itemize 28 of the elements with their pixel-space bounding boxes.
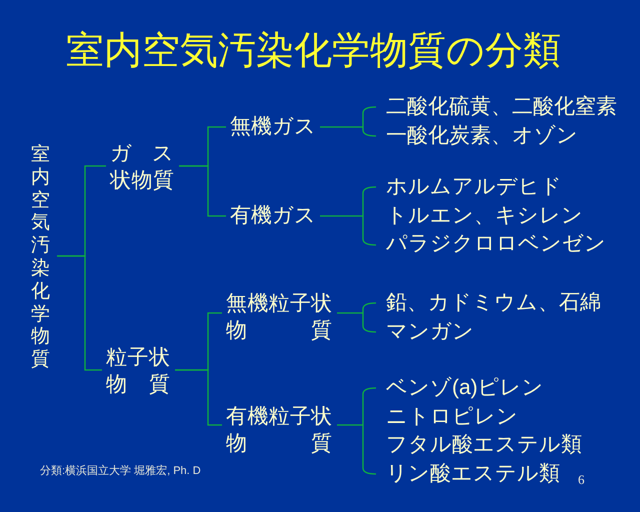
bracket-connector (319, 106, 377, 137)
substance-list-text: フタル酸エステル類 (386, 432, 582, 458)
connector-line (57, 255, 102, 371)
slide-title: 室内空気汚染化学物質の分類 (66, 29, 561, 74)
page-number: 6 (578, 471, 584, 489)
category-label: 粒子状物質 (106, 344, 170, 398)
substance-list-text: マンガン (386, 318, 474, 344)
bracket-connector (319, 186, 377, 246)
substance-list-text: ニトロピレン (386, 404, 518, 430)
substance-list-text: 一酸化炭素、オゾン (386, 122, 578, 148)
root-category-label: 室内空気汚染化学物質 (31, 144, 50, 372)
category-label: 無機粒子状物質 (226, 290, 332, 344)
category-label: ガス状物質 (110, 140, 174, 194)
substance-list-text: リン酸エステル類 (386, 460, 560, 486)
substance-list-text: パラジクロロベンゼン (386, 231, 606, 257)
substance-list-text: ベンゾ(a)ピレン (386, 375, 544, 401)
category-label: 有機粒子状物質 (226, 403, 332, 457)
category-label: 無機ガス (230, 113, 316, 141)
substance-list-text: 二酸化硫黄、二酸化窒素 (386, 94, 617, 120)
bracket-connector (336, 302, 377, 333)
category-label: 有機ガス (230, 202, 316, 230)
substance-list-text: 鉛、カドミウム、石綿 (386, 290, 601, 316)
substance-list-text: ホルムアルデヒド (386, 174, 562, 200)
source-note: 分類:横浜国立大学 堀雅宏, Ph. D (40, 464, 201, 479)
connector-line (179, 165, 226, 217)
bracket-connector (336, 387, 377, 475)
substance-list-text: トルエン、キシレン (386, 202, 583, 228)
connector-line (175, 369, 222, 426)
